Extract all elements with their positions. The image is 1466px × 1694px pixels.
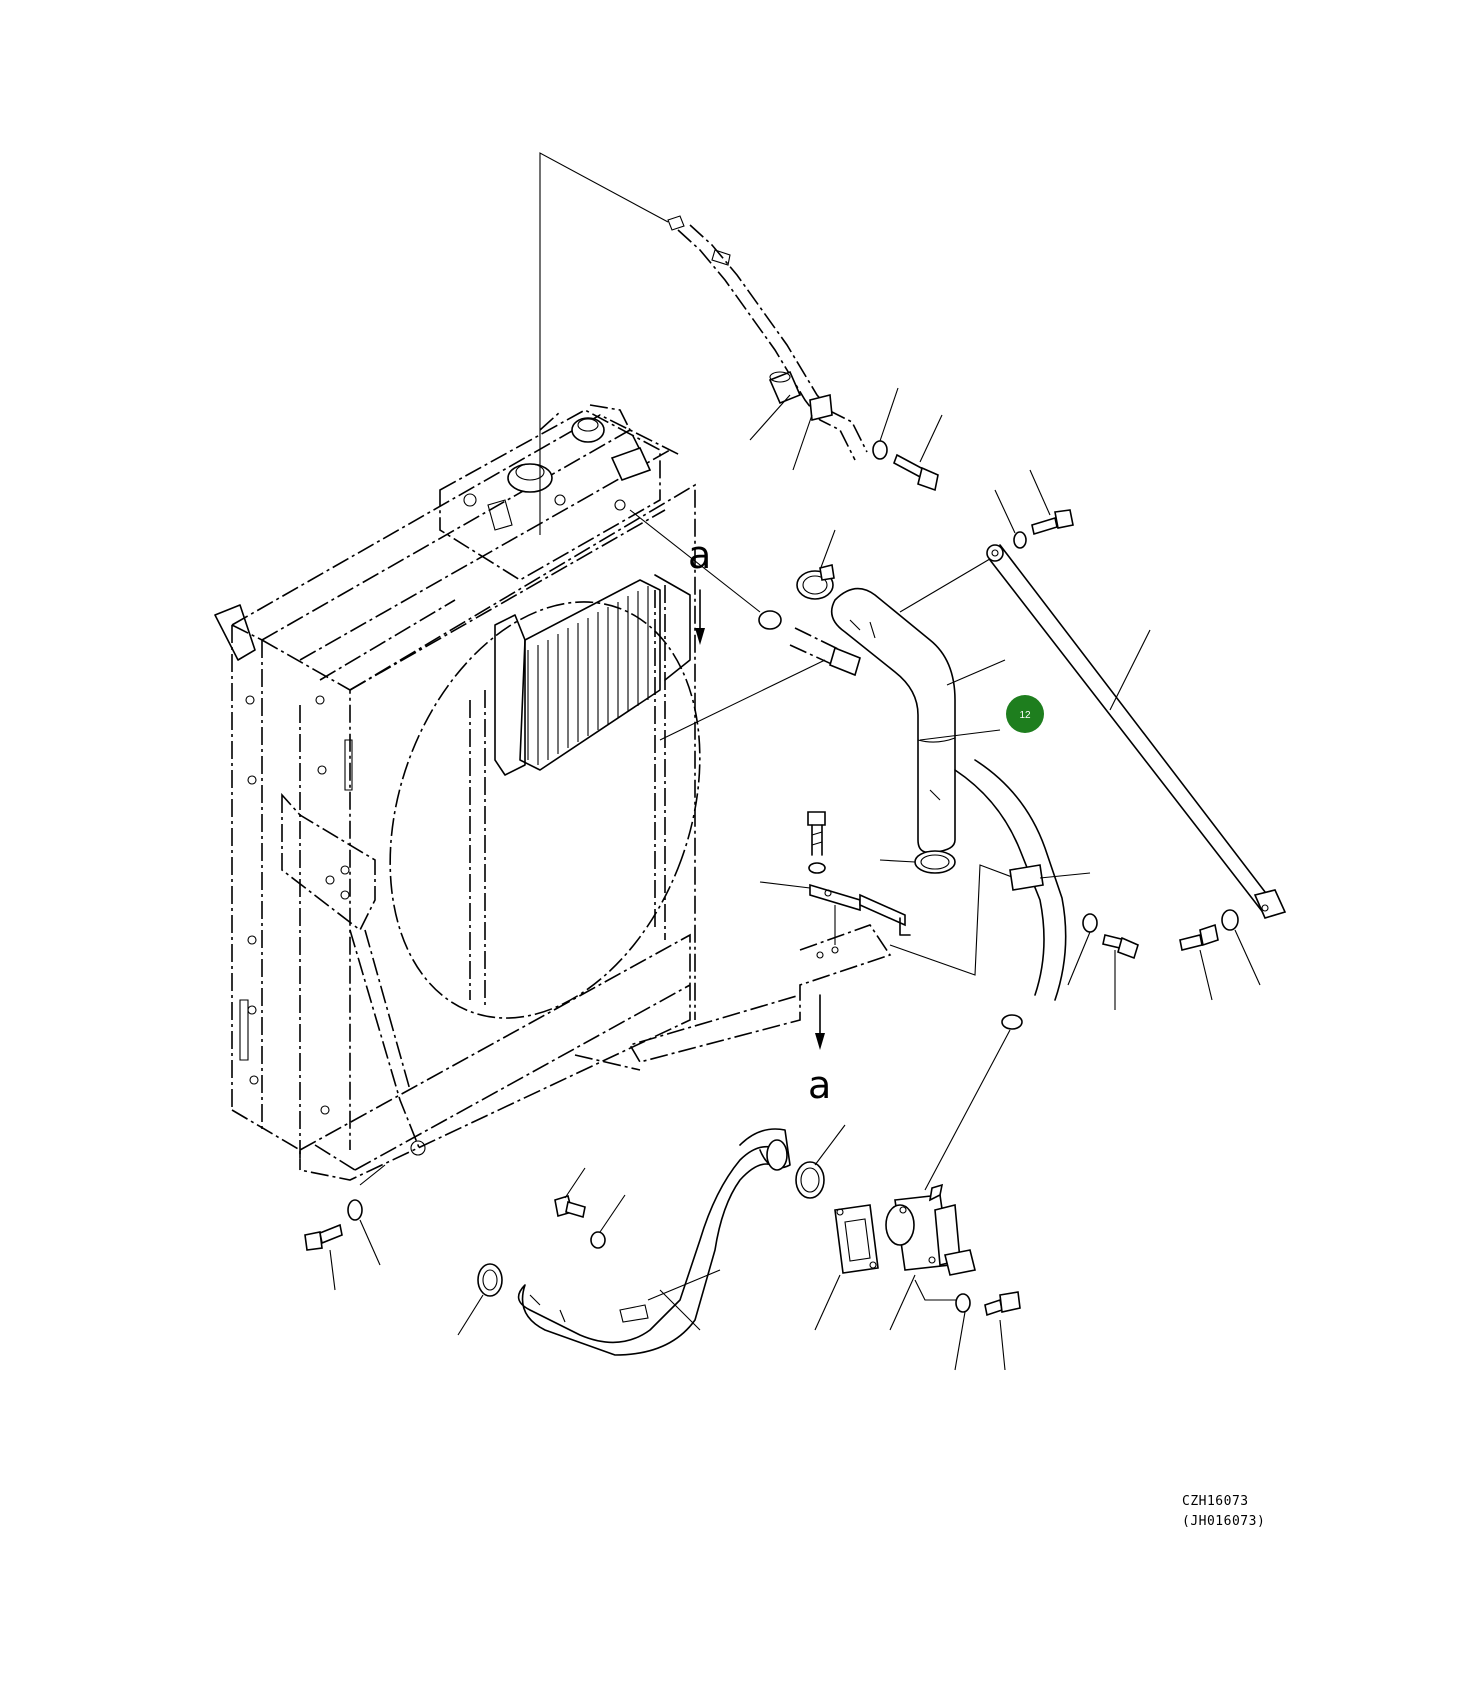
gasket <box>814 1204 879 1331</box>
sleeve-part <box>749 370 802 441</box>
hose-clamp-lower-left <box>457 1263 503 1336</box>
bolt-centre <box>807 811 826 874</box>
section-mark-lower: a <box>808 994 831 1107</box>
radiator-assembly <box>214 404 701 1181</box>
bolt-upper <box>893 414 943 492</box>
lower-radiator-hose <box>517 1128 791 1356</box>
oil-cooler-core <box>494 574 691 776</box>
washer-right-2 <box>1221 909 1261 986</box>
inlet-pipe <box>659 627 861 741</box>
section-mark-upper: a <box>688 533 711 645</box>
callout-12[interactable]: 12 <box>1006 695 1044 733</box>
clip-part <box>792 393 833 471</box>
radiator-cap-group <box>463 417 652 531</box>
water-outlet <box>885 1183 976 1331</box>
bypass-hose <box>924 759 1091 1191</box>
upper-radiator-hose <box>830 552 1006 853</box>
washer-right-1 <box>1067 913 1098 986</box>
section-label-lower: a <box>808 1063 831 1107</box>
drawing-code-primary: CZH16073 <box>1182 1494 1249 1509</box>
washer-upper <box>872 387 899 460</box>
leader-lower-frame <box>359 1164 386 1186</box>
leader-line-top <box>539 152 669 535</box>
bracket-plate <box>628 864 1021 1063</box>
section-label-upper: a <box>688 533 711 577</box>
hose-bracket <box>759 881 911 945</box>
hose-clamp-upper <box>796 529 836 600</box>
leader-outlet-bolt <box>914 1279 960 1301</box>
callout-12-label: 12 <box>1019 710 1031 721</box>
hose-clamp-mid <box>879 850 956 874</box>
bolt-lower-right <box>984 1291 1021 1371</box>
drawing-code-secondary: (JH016073) <box>1182 1514 1265 1529</box>
bolt-rod-top <box>1029 469 1074 536</box>
bolt-right-1 <box>1102 934 1139 1010</box>
bolt-lower-mid <box>554 1167 586 1219</box>
bolt-right-2 <box>1179 923 1219 1001</box>
washer-lower-left <box>347 1199 381 1266</box>
washer-rod-top <box>994 489 1027 549</box>
stay-rod <box>986 544 1287 919</box>
small-clamp <box>629 509 782 630</box>
bolt-lower-left <box>304 1223 343 1291</box>
overflow-hose <box>667 215 868 461</box>
hose-clamp-lower-right <box>795 1124 846 1199</box>
washer-lower-right <box>954 1293 971 1371</box>
washer-lower-mid <box>590 1194 626 1249</box>
